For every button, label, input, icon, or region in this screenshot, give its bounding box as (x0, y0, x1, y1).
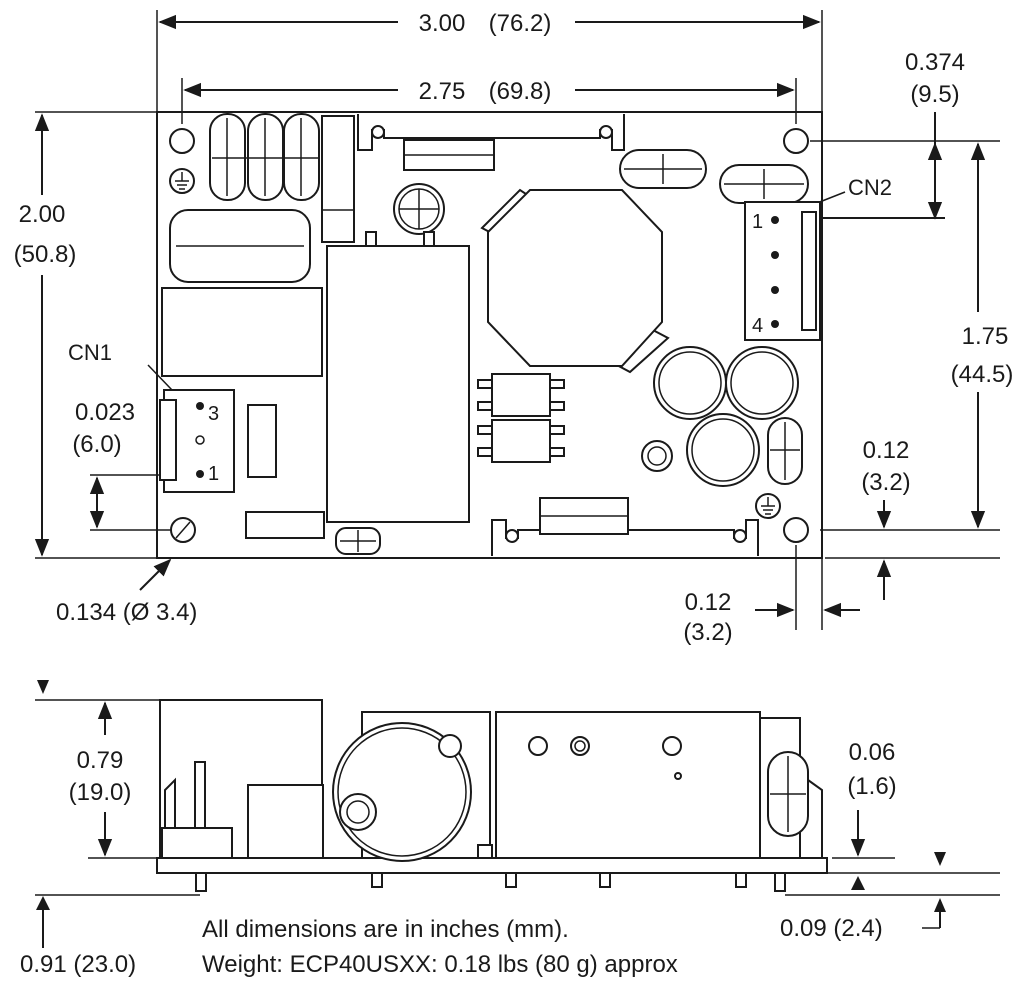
thermistor (393, 183, 445, 235)
component-height-in: 0.79 (77, 747, 124, 774)
overall-width-mm: (76.2) (489, 10, 552, 37)
units-note: All dimensions are in inches (mm). (202, 916, 569, 943)
cn1-offset-in: 0.023 (75, 399, 135, 426)
ceramic-capacitor (619, 149, 809, 204)
resistor (245, 511, 325, 539)
overall-height-in: 2.00 (19, 201, 66, 228)
side-view: 0.79 (19.0) 0.06 (1.6) 0.09 (2.4) 0.91 (… (20, 680, 1000, 978)
cn2-connector (744, 201, 821, 341)
right-hole-vertical-offset-in: 0.12 (863, 437, 910, 464)
capacitor-small (335, 527, 381, 555)
board-thickness-mm: (1.6) (847, 773, 896, 800)
right-hole-horizontal-offset-in: 0.12 (685, 589, 732, 616)
notes: All dimensions are in inches (mm). Weigh… (202, 916, 678, 978)
overall-side-height-label: 0.91 (23.0) (20, 951, 136, 978)
cn2-pin-1-label: 1 (752, 211, 763, 233)
side-capacitor (767, 751, 809, 837)
y-capacitor (209, 113, 320, 201)
x-capacitor (169, 209, 311, 283)
fuse (321, 115, 355, 243)
cn2-pin-4-label: 4 (752, 315, 763, 337)
optocoupler (477, 373, 565, 463)
pcb-outline (156, 111, 823, 559)
cn1-offset-mm: (6.0) (72, 431, 121, 458)
top-hole-offset-mm: (9.5) (910, 81, 959, 108)
side-resistor (247, 784, 324, 859)
hole-spacing-width-in: 2.75 (419, 78, 466, 105)
mounting-hole-top-right (783, 128, 809, 154)
pin-length-label: 0.09 (2.4) (780, 915, 883, 942)
output-capacitor (653, 346, 799, 487)
small-capacitor (767, 417, 803, 485)
hole-spacing-height-mm: (44.5) (951, 361, 1014, 388)
mounting-hole-bottom-left (170, 517, 196, 543)
transformer (480, 188, 670, 374)
cn1-pin-1-label: 1 (208, 463, 219, 485)
cn2-label: CN2 (848, 175, 892, 200)
right-hole-horizontal-offset-mm: (3.2) (683, 619, 732, 646)
cn1-pin-3-label: 3 (208, 403, 219, 425)
hole-diameter-label: 0.134 (Ø 3.4) (56, 599, 197, 626)
ground-icon (169, 168, 195, 194)
hole-spacing-width-mm: (69.8) (489, 78, 552, 105)
top-hole-offset-in: 0.374 (905, 49, 965, 76)
mounting-hole-bottom-right (783, 517, 809, 543)
heatsink-top (357, 114, 625, 171)
top-view: 1 4 CN2 (14, 10, 1014, 646)
overall-height-mm: (50.8) (14, 241, 77, 268)
cn1-label: CN1 (68, 340, 112, 365)
hole-spacing-height-in: 1.75 (962, 323, 1009, 350)
ground-icon (755, 493, 781, 519)
component-height-mm: (19.0) (69, 779, 132, 806)
side-pcb (156, 857, 828, 874)
right-hole-vertical-offset-mm: (3.2) (861, 469, 910, 496)
side-pin-header (194, 761, 206, 829)
side-pins (195, 872, 786, 892)
bulk-capacitor (326, 231, 470, 523)
overall-width-in: 3.00 (419, 10, 466, 37)
side-transformer (495, 711, 761, 859)
common-mode-choke (161, 287, 323, 377)
side-bulk-capacitor (332, 722, 472, 862)
weight-note: Weight: ECP40USXX: 0.18 lbs (80 g) appro… (202, 951, 678, 978)
side-cn1 (161, 827, 233, 859)
inductor (641, 440, 673, 472)
resistor (247, 404, 277, 478)
cn1-connector (159, 389, 235, 493)
heatsink-bottom (491, 497, 759, 556)
board-thickness-in: 0.06 (849, 739, 896, 766)
mounting-hole-top-left (169, 128, 195, 154)
